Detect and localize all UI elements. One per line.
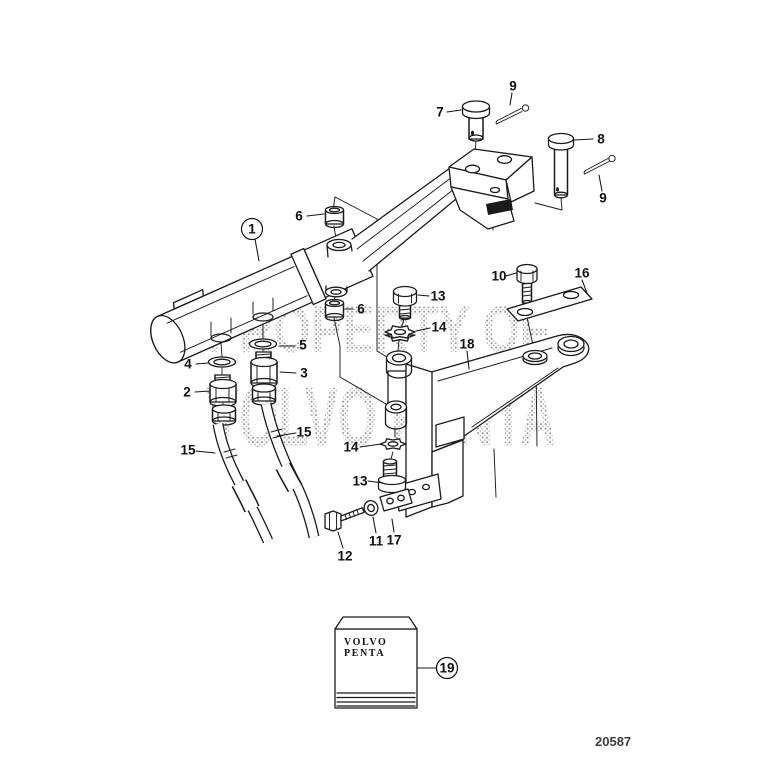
part-9-cotter-pin-upper [495,104,530,125]
callout-number[interactable]: 15 [296,425,312,440]
part-4-washer [207,356,237,368]
callout-circle[interactable] [240,217,264,241]
callout-number[interactable]: 9 [509,79,517,94]
part-6-bushing-lower [324,298,345,322]
kit-box-brand-line1: VOLVO [344,637,387,648]
callout-circle[interactable] [435,656,459,680]
callout-number[interactable]: 1 [248,222,256,237]
part-15-hose-right [260,402,320,539]
callout-number[interactable]: 6 [357,302,365,317]
part-7-clevis-pin [461,100,491,142]
callout-number[interactable]: 19 [439,661,454,676]
part-13-bolt-upper [392,285,418,321]
part-6-bushing-upper [324,205,345,229]
callout-8[interactable]: 8 [597,132,605,147]
callout-11[interactable]: 11 [369,534,384,549]
callout-number[interactable]: 2 [183,385,191,400]
part-16-strap-plate [506,286,593,322]
part-12-bolt [324,507,365,532]
callout-10[interactable]: 10 [491,269,506,284]
callout-14[interactable]: 14 [343,440,359,455]
callout-6[interactable]: 6 [295,209,303,224]
part-9-cotter-pin-lower [583,154,616,175]
part-14-star-washer-upper [384,325,416,342]
callout-14[interactable]: 14 [431,320,447,335]
part-18-bracket [384,333,590,518]
callout-6[interactable]: 6 [357,302,365,317]
callout-5[interactable]: 5 [299,338,307,353]
callout-number[interactable]: 18 [459,337,475,352]
part-17-plate [379,488,413,512]
callout-7[interactable]: 7 [436,105,444,120]
callout-number[interactable]: 5 [299,338,307,353]
part-13-bolt-lower [377,458,407,494]
callout-3[interactable]: 3 [300,366,308,381]
callout-2[interactable]: 2 [183,385,191,400]
callout-1[interactable]: 1 [240,217,264,241]
callout-number[interactable]: 10 [491,269,506,284]
callout-9[interactable]: 9 [509,79,517,94]
cylinder-ports [210,297,274,343]
callout-number[interactable]: 13 [430,289,446,304]
callout-number[interactable]: 6 [295,209,303,224]
callout-4[interactable]: 4 [184,357,192,372]
callout-number[interactable]: 12 [337,549,352,564]
callout-number[interactable]: 15 [180,443,196,458]
callout-19[interactable]: 19 [435,656,459,680]
callout-number[interactable]: 13 [352,474,368,489]
part-2-fitting [209,374,237,408]
callout-number[interactable]: 9 [599,191,607,206]
part-3-fitting [250,351,278,389]
callout-number[interactable]: 11 [369,534,384,549]
part-11-washer [363,500,379,516]
kit-box-brand-line2: PENTA [344,648,385,659]
callout-12[interactable]: 12 [337,549,352,564]
callout-number[interactable]: 8 [597,132,605,147]
cylinder-pivot-bosses [324,238,353,298]
callout-number[interactable]: 14 [343,440,359,455]
drawing-number: 20587 [595,734,631,749]
piston-rod-and-clevis [351,148,535,272]
part-19-kit-box: VOLVO PENTA [334,616,418,709]
callout-number[interactable]: 4 [184,357,192,372]
callout-13[interactable]: 13 [430,289,446,304]
callout-18[interactable]: 18 [459,337,475,352]
part-8-clevis-pin [547,132,575,199]
callout-16[interactable]: 16 [574,266,590,281]
part-15-hose-left [212,423,274,544]
part-5-washer [248,338,278,350]
callout-9[interactable]: 9 [599,191,607,206]
callout-15[interactable]: 15 [296,425,312,440]
callout-leader-lines [194,92,603,669]
callout-number[interactable]: 3 [300,366,308,381]
callout-number[interactable]: 7 [436,105,444,120]
callout-17[interactable]: 17 [386,533,401,548]
callout-13[interactable]: 13 [352,474,368,489]
hose-nut-left [211,404,237,426]
callout-number[interactable]: 14 [431,320,447,335]
callout-number[interactable]: 16 [574,266,590,281]
callout-number[interactable]: 17 [386,533,401,548]
callout-15[interactable]: 15 [180,443,196,458]
